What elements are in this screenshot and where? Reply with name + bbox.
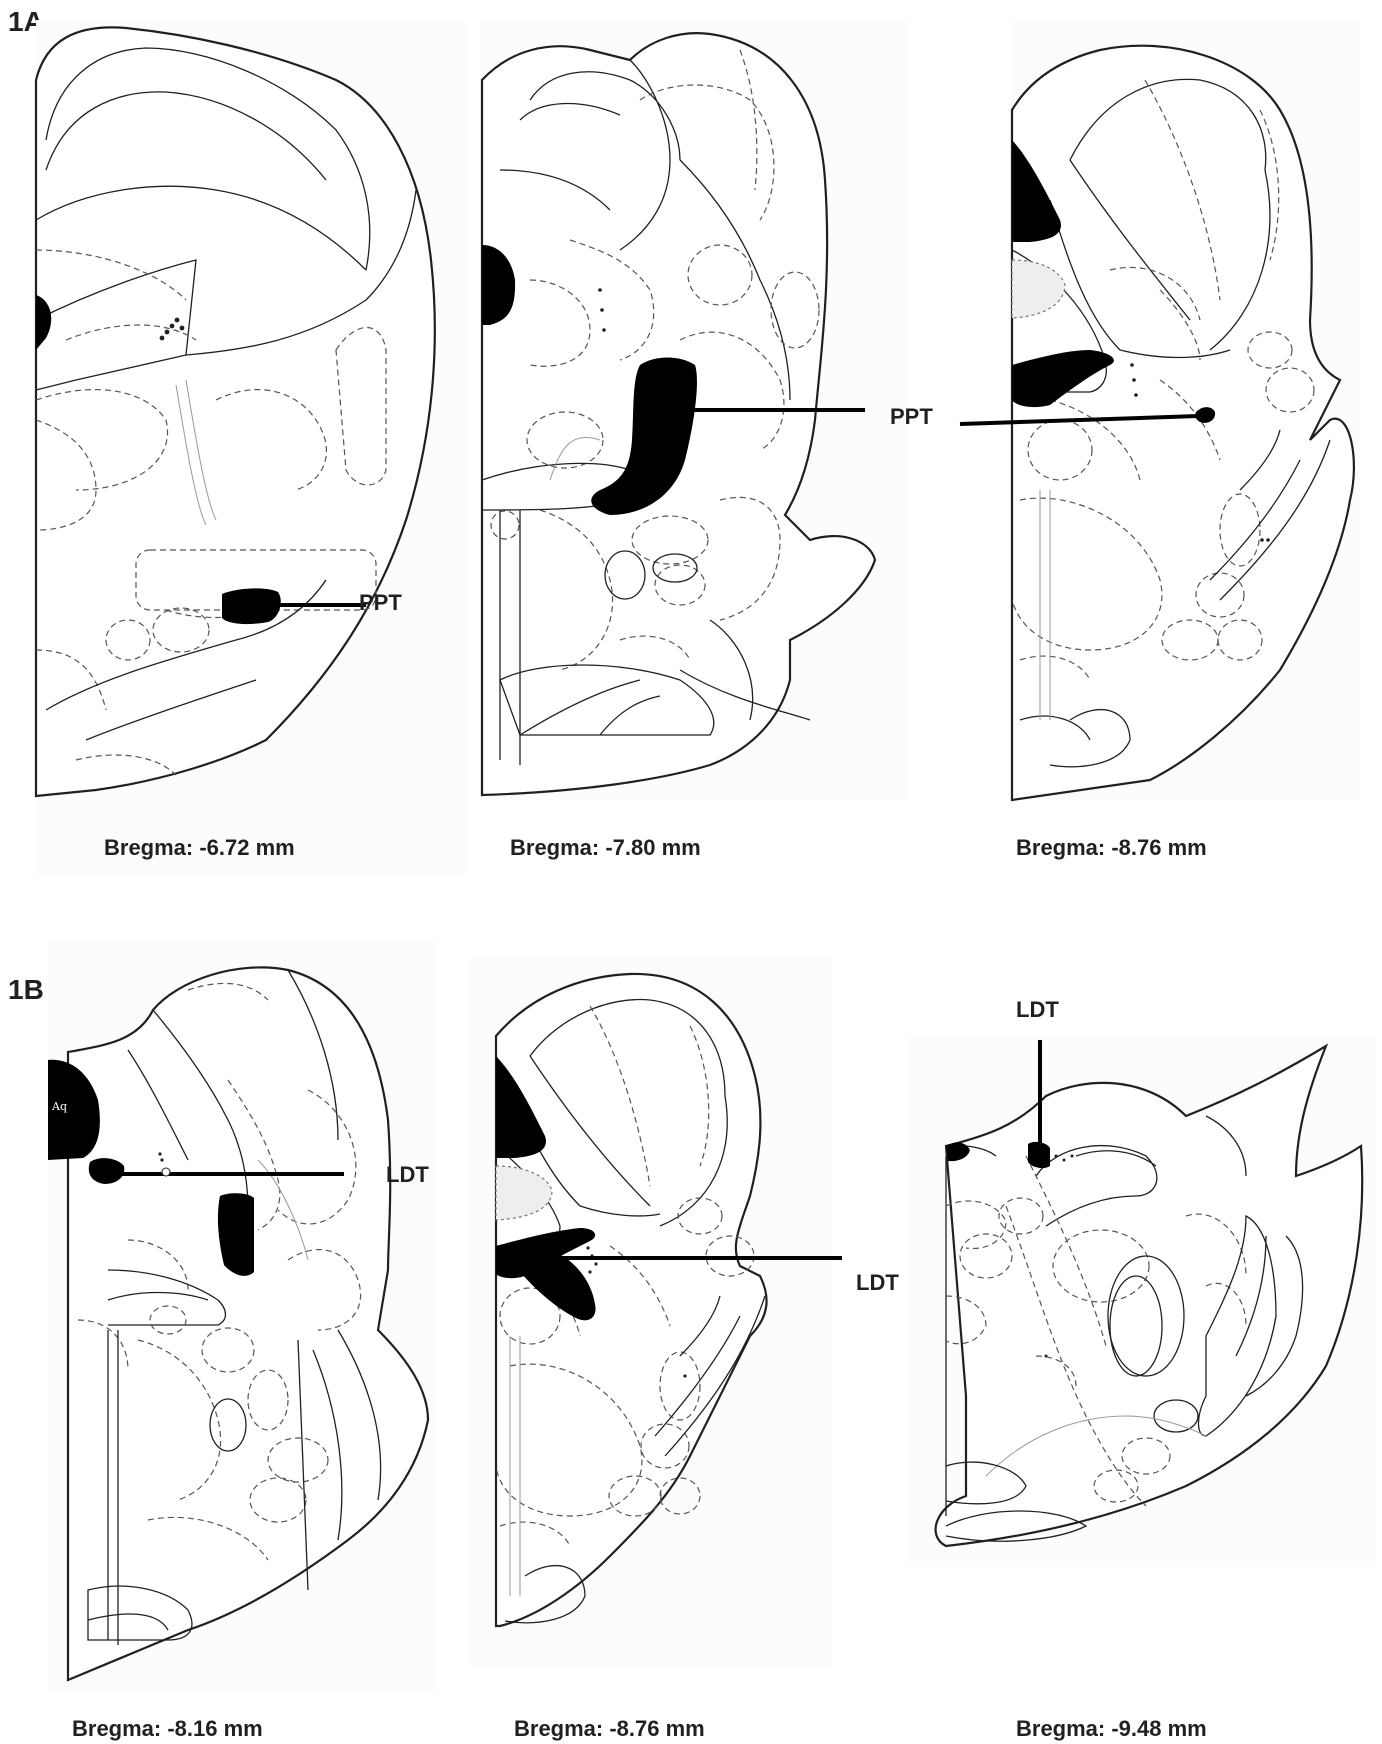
panel-b-tag: 1B (8, 974, 44, 1006)
bregma-label-b3: Bregma: -9.48 mm (1016, 1716, 1207, 1742)
brain-section-a1 (36, 20, 466, 875)
ppt-label-a2: PPT (890, 404, 933, 430)
ldt-label-b3: LDT (1016, 997, 1059, 1023)
ldt-label-b2: LDT (856, 1270, 899, 1296)
bregma-label-a3: Bregma: -8.76 mm (1016, 835, 1207, 861)
bregma-label-a1: Bregma: -6.72 mm (104, 835, 295, 861)
bregma-label-a2: Bregma: -7.80 mm (510, 835, 701, 861)
brain-section-b1: Aq (48, 940, 438, 1692)
bregma-label-b1: Bregma: -8.16 mm (72, 1716, 263, 1742)
brain-section-a3 (1010, 20, 1360, 800)
aqueduct-label: Aq (51, 1100, 67, 1113)
ppt-label-a1: PPT (359, 590, 402, 616)
brain-section-b2 (470, 956, 832, 1668)
ldt-label-b1: LDT (386, 1162, 429, 1188)
brain-section-a2 (480, 20, 910, 800)
bregma-label-b2: Bregma: -8.76 mm (514, 1716, 705, 1742)
brain-section-b3 (906, 1036, 1376, 1562)
